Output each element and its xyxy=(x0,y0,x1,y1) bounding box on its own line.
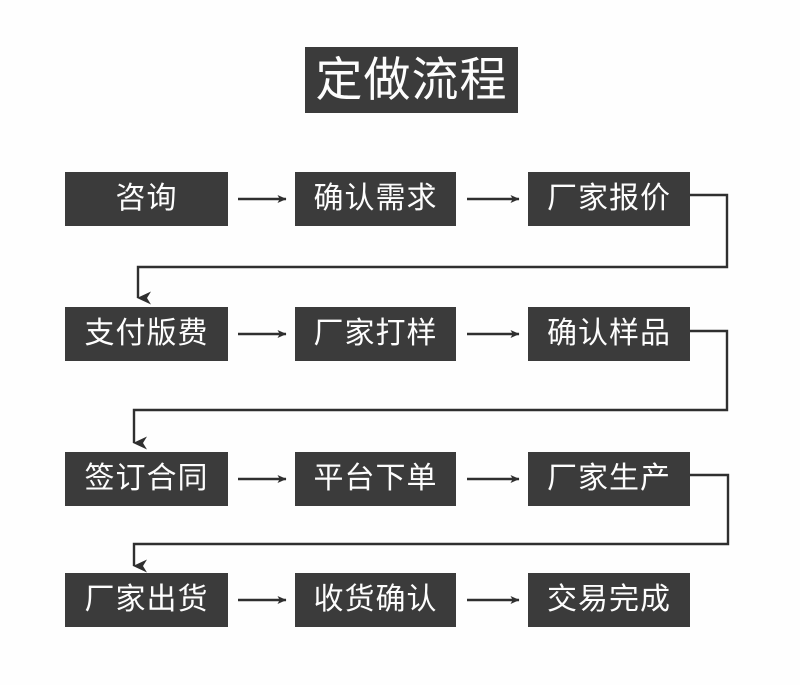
step-box-transaction-complete[interactable]: 交易完成 xyxy=(528,573,690,627)
step-box-sign-contract[interactable]: 签订合同 xyxy=(65,452,228,506)
step-box-confirm-requirements[interactable]: 确认需求 xyxy=(295,172,456,226)
step-box-receipt-confirm[interactable]: 收货确认 xyxy=(295,573,456,627)
step-box-factory-production[interactable]: 厂家生产 xyxy=(528,452,690,506)
page-title: 定做流程 xyxy=(305,47,518,113)
step-box-platform-order[interactable]: 平台下单 xyxy=(295,452,456,506)
step-box-pay-plate-fee[interactable]: 支付版费 xyxy=(65,307,228,361)
step-box-factory-quote[interactable]: 厂家报价 xyxy=(528,172,690,226)
step-box-factory-shipment[interactable]: 厂家出货 xyxy=(65,573,228,627)
step-box-consult[interactable]: 咨询 xyxy=(65,172,228,226)
step-box-factory-sample[interactable]: 厂家打样 xyxy=(295,307,456,361)
step-box-confirm-sample[interactable]: 确认样品 xyxy=(528,307,690,361)
